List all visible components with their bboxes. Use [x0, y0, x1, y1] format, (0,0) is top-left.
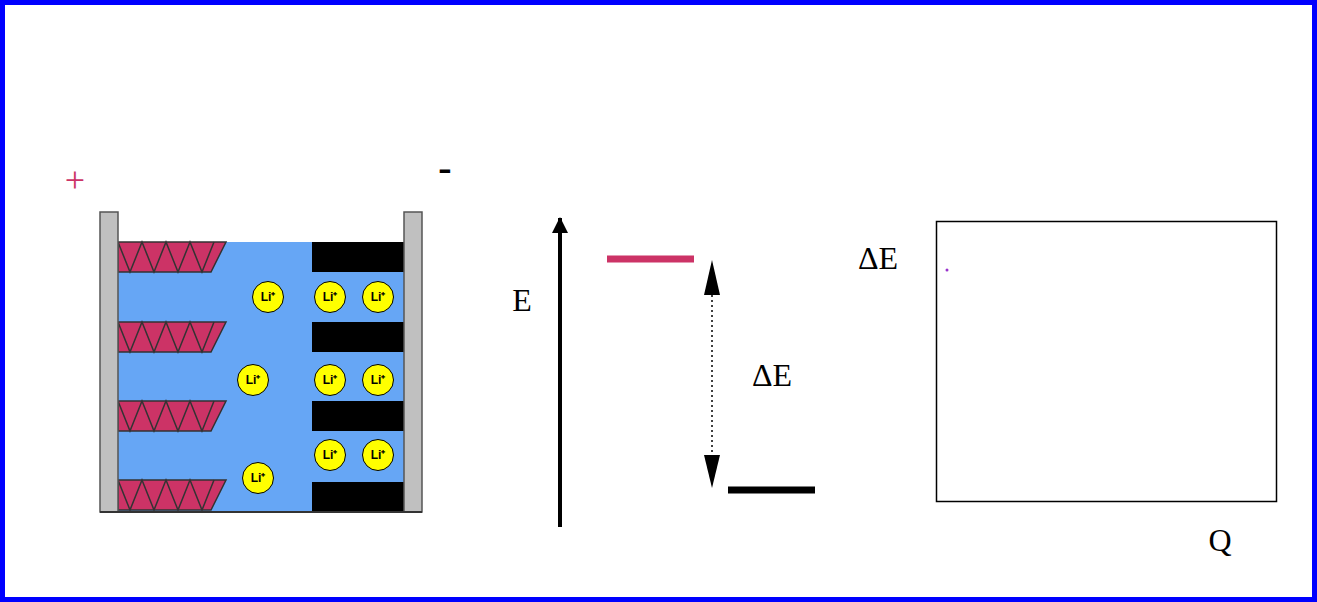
lithium-ion: Li⁺ — [362, 364, 394, 396]
lithium-ion: Li⁺ — [314, 364, 346, 396]
lithium-ion: Li⁺ — [314, 439, 346, 471]
lithium-ion: Li⁺ — [252, 281, 284, 313]
anode-layers — [312, 242, 404, 512]
lithium-ion: Li⁺ — [314, 281, 346, 313]
axis-label: ΔE — [858, 242, 898, 274]
anode-level — [728, 487, 815, 494]
gap-arrow — [711, 275, 713, 474]
lithium-ion: Li⁺ — [242, 462, 274, 494]
cathode-level — [607, 256, 694, 263]
electrolyte — [118, 242, 404, 512]
lithium-ion: Li⁺ — [362, 281, 394, 313]
plot-point — [946, 269, 949, 272]
axis-label: ΔE — [752, 359, 792, 391]
collector-plate — [100, 212, 118, 512]
ion-label: Li⁺ — [371, 291, 386, 303]
ion-label: Li⁺ — [323, 291, 338, 303]
collector-plate — [404, 212, 422, 512]
ion-label: Li⁺ — [371, 374, 386, 386]
ion-label: Li⁺ — [251, 472, 266, 484]
plot-frame — [937, 222, 1277, 502]
ion-label: Li⁺ — [323, 449, 338, 461]
arrowhead — [704, 455, 720, 488]
lithium-ion: Li⁺ — [237, 364, 269, 396]
frame — [3, 3, 1315, 600]
terminal-sign: + — [65, 162, 85, 198]
cathode-layers — [118, 242, 226, 510]
terminal-sign: - — [438, 148, 451, 188]
ion-label: Li⁺ — [323, 374, 338, 386]
ion-label: Li⁺ — [246, 374, 261, 386]
axis-label: Q — [1208, 524, 1231, 556]
arrowhead — [704, 260, 720, 295]
cell-base — [100, 511, 422, 513]
ion-label: Li⁺ — [261, 291, 276, 303]
energy-axis — [558, 218, 562, 527]
ion-label: Li⁺ — [371, 449, 386, 461]
axis-label: E — [512, 284, 532, 316]
lithium-ion: Li⁺ — [362, 439, 394, 471]
